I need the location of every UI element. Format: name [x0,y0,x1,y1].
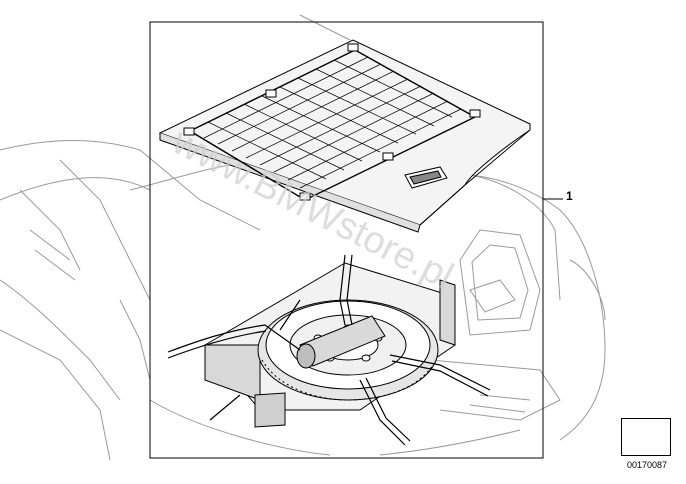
reference-code: 00170087 [626,460,668,470]
net-hooks [183,43,481,201]
lashing-straps [167,254,491,446]
car-outline [0,14,606,461]
boot-floor-panel [158,39,531,233]
reference-box [621,418,671,456]
callout-label-1: 1 [566,189,573,203]
item-frame [149,21,563,459]
tool-roll [296,315,386,369]
